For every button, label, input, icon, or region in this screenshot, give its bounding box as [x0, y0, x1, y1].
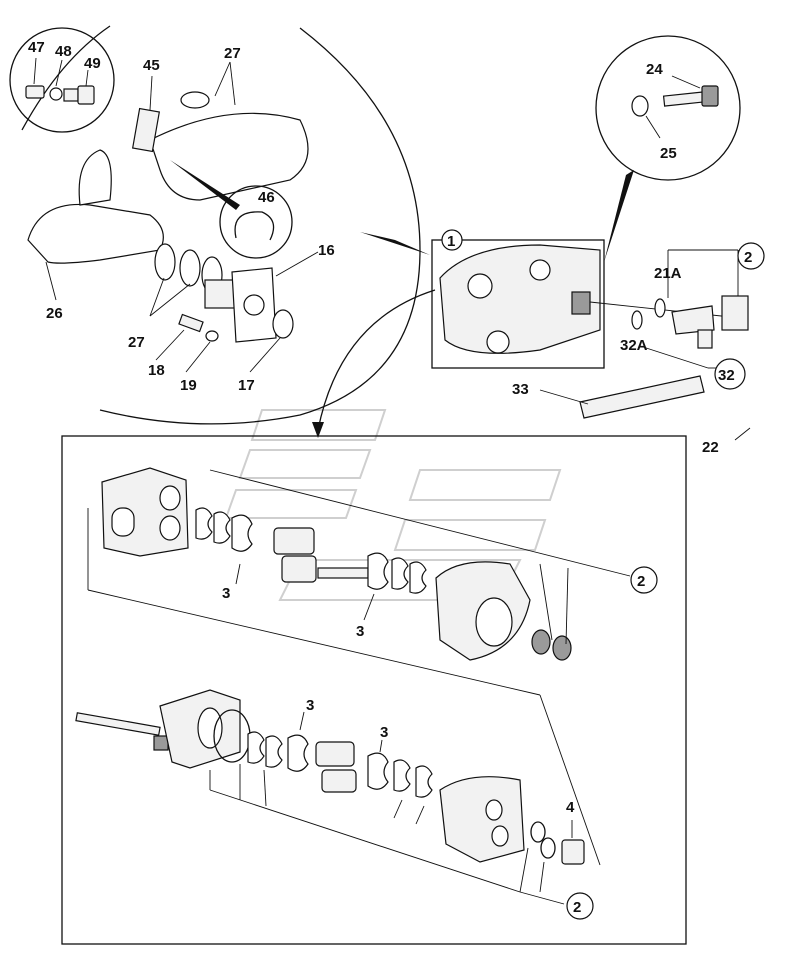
callout-circle-32: [714, 358, 746, 390]
bracket-45: [131, 107, 161, 153]
tee-branch: [697, 329, 713, 349]
gear-drive: [273, 527, 315, 555]
screw-18: [178, 313, 204, 333]
gear-pump-1: [439, 244, 601, 354]
o-ring-small-a: [530, 821, 546, 843]
callout-46: 46: [258, 189, 275, 206]
drive-shaft-33: [539, 375, 705, 419]
callout-circle-1: [441, 229, 463, 251]
bolt-washer-detail-circle: [595, 35, 741, 262]
seal-3-a: [195, 507, 213, 540]
callout-26: 26: [46, 305, 63, 322]
callout-22: 22: [702, 439, 719, 456]
callout-circle-2-top: [737, 242, 765, 270]
detail-bubble-outline: [21, 25, 421, 425]
shaft-seal-b: [552, 635, 572, 661]
bolt-shank-49: [63, 88, 79, 102]
o-ring-21A: [654, 298, 666, 318]
input-shaft: [317, 567, 369, 579]
washer-25: [631, 95, 649, 117]
gear-lower-a: [315, 741, 355, 767]
gear-driven: [281, 555, 317, 583]
callout-1: 1: [447, 233, 455, 250]
hose-clamp-27-b: [179, 249, 201, 287]
callout-32: 32: [718, 367, 735, 384]
callout-circle-2-bottom: [566, 892, 594, 920]
sleeve-4: [561, 839, 585, 865]
callout-2-bottom: 2: [573, 899, 581, 916]
hose-clamp-27-a: [154, 243, 176, 281]
circlip-46: [234, 211, 275, 241]
callout-45: 45: [143, 57, 160, 74]
o-ring-small-b: [540, 837, 556, 859]
pump-assembly-box: [431, 229, 605, 369]
pump-frame: [431, 239, 605, 369]
callout-3-b: 3: [356, 623, 364, 640]
circlip-detail-circle: [219, 185, 293, 259]
tee-fitting-group: [589, 242, 765, 390]
washer-48: [49, 87, 63, 101]
callout-27-bottom: 27: [128, 334, 145, 351]
seal-3-d: [367, 752, 389, 790]
callout-19: 19: [180, 377, 197, 394]
exploded-row-upper: [87, 467, 658, 866]
seal-3-c: [287, 734, 309, 772]
bolt-24-shank: [662, 91, 706, 107]
o-ring-32A: [631, 310, 643, 330]
detail-pointer-arrow: [360, 232, 430, 255]
callout-24: 24: [646, 61, 663, 78]
exploded-view-leader: [317, 289, 436, 431]
hose-pipe-27: [149, 112, 309, 201]
callout-27-top: 27: [224, 45, 241, 62]
spacer-47: [25, 85, 45, 99]
callout-32A: 32A: [620, 337, 648, 354]
hose-detail-bubble: [21, 25, 430, 425]
front-cover: [439, 776, 525, 863]
bolt-detail-circle: [9, 27, 115, 133]
shaft-seal-a: [531, 629, 551, 655]
callout-circle-2-mid: [630, 566, 658, 594]
hose-elbow-26: [27, 203, 164, 264]
exploded-row-lower: [75, 689, 594, 920]
callout-33: 33: [512, 381, 529, 398]
gear-lower-b: [321, 769, 357, 793]
callout-2-top: 2: [744, 249, 752, 266]
callout-49: 49: [84, 55, 101, 72]
callout-21A: 21A: [654, 265, 682, 282]
callout-3-c: 3: [306, 697, 314, 714]
callout-3-a: 3: [222, 585, 230, 602]
clamp-27-top: [180, 91, 210, 109]
bolt-24-head: [701, 85, 719, 107]
callout-4: 4: [566, 799, 575, 816]
hose-assembly: [27, 61, 319, 373]
bolt-head-49: [77, 85, 95, 105]
through-bolt-nut: [153, 735, 169, 751]
callout-3-d: 3: [380, 724, 388, 741]
seal-3-b: [367, 552, 389, 590]
washer-19: [205, 330, 219, 342]
tee-fitting-32: [671, 305, 715, 335]
callout-25: 25: [660, 145, 677, 162]
exploded-view-frame: [61, 435, 687, 945]
bolt-pointer-arrow: [604, 170, 634, 262]
o-ring-17: [272, 309, 294, 339]
callout-16: 16: [318, 242, 335, 259]
callout-17: 17: [238, 377, 255, 394]
long-through-bolt: [75, 712, 161, 736]
callout-2-mid: 2: [637, 573, 645, 590]
adapter-2: [721, 295, 749, 331]
callout-47: 47: [28, 39, 45, 56]
callout-18: 18: [148, 362, 165, 379]
callout-48: 48: [55, 43, 72, 60]
